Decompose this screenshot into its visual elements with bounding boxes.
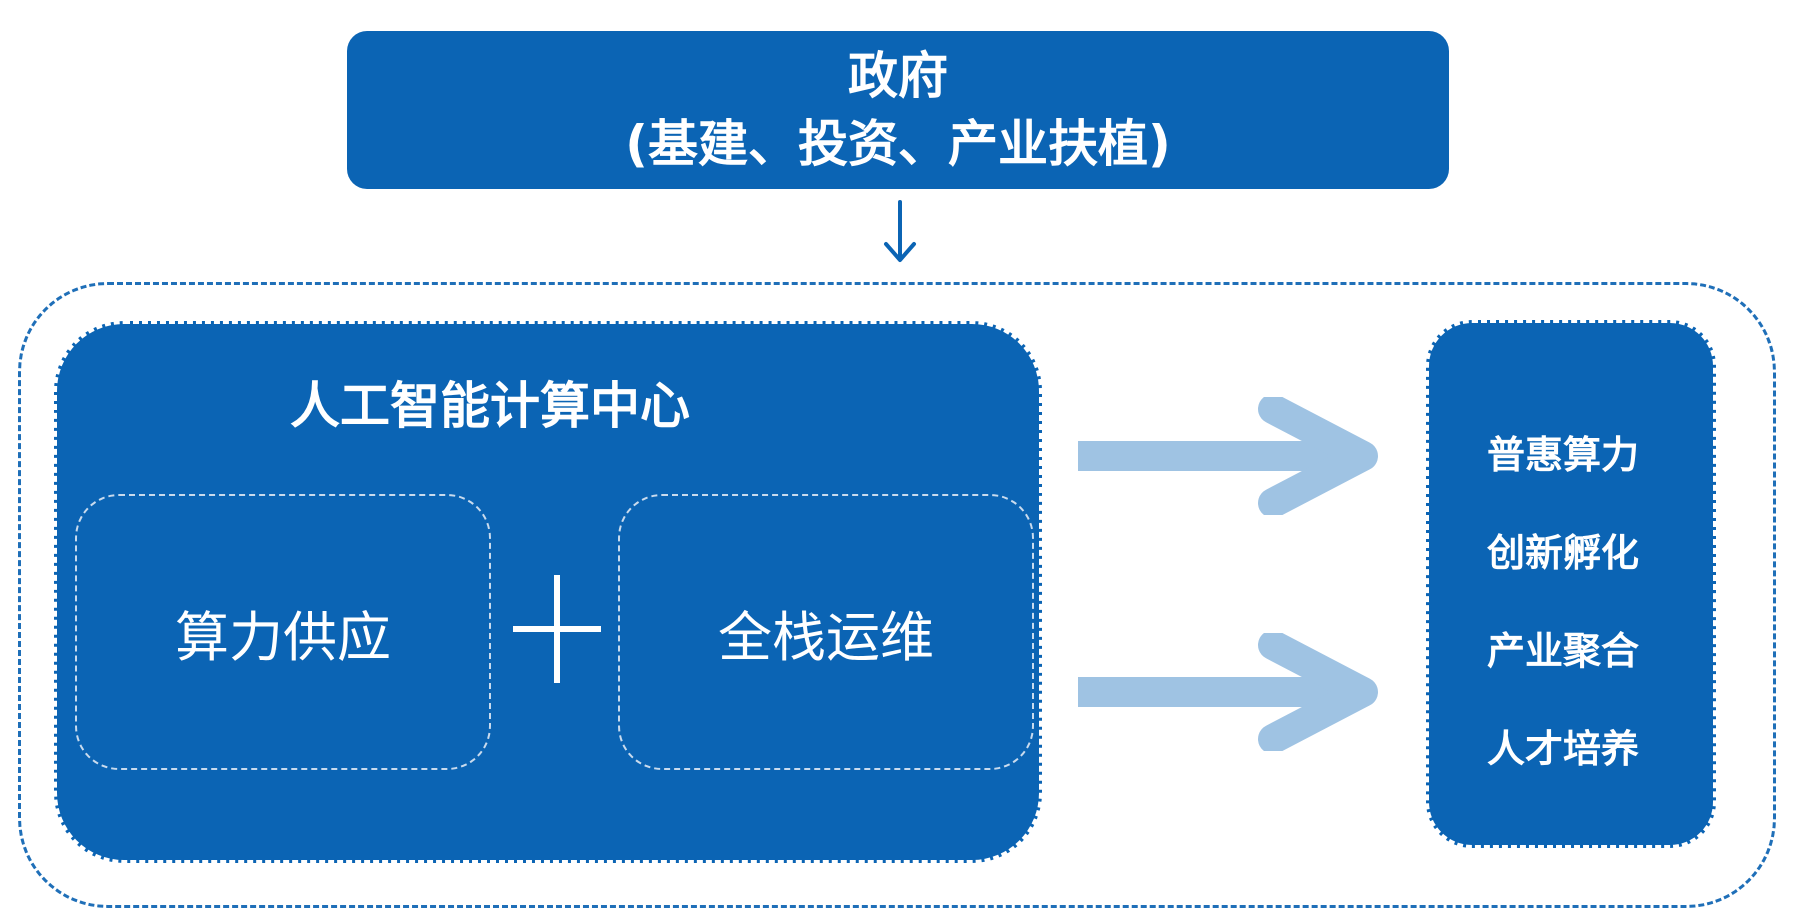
right-arrow-icon [1078,397,1378,515]
compute-supply-label: 算力供应 [175,605,391,669]
government-subtitle: (基建、投资、产业扶植) [625,115,1171,173]
outcomes-box: 普惠算力 创新孵化 产业聚合 人才培养 [1426,320,1716,848]
outcome-item-talent-training: 人才培养 [1486,727,1639,771]
government-title: 政府 [848,47,948,105]
compute-supply-box: 算力供应 [75,494,491,770]
plus-icon [513,575,601,683]
ecosystem-boundary [18,282,1776,908]
outcome-item-inclusive-compute: 普惠算力 [1486,433,1639,477]
government-box: 政府 (基建、投资、产业扶植) [347,31,1449,189]
full-stack-ops-box: 全栈运维 [618,494,1034,770]
full-stack-ops-label: 全栈运维 [718,605,934,669]
ai-center-title: 人工智能计算中心 [290,377,690,435]
down-arrow-icon [884,200,916,262]
outcome-item-industry-aggregation: 产业聚合 [1486,629,1639,673]
right-arrow-icon [1078,633,1378,751]
outcome-item-innovation-incubation: 创新孵化 [1486,531,1639,575]
ai-computing-center: 人工智能计算中心 算力供应 全栈运维 [54,321,1042,863]
